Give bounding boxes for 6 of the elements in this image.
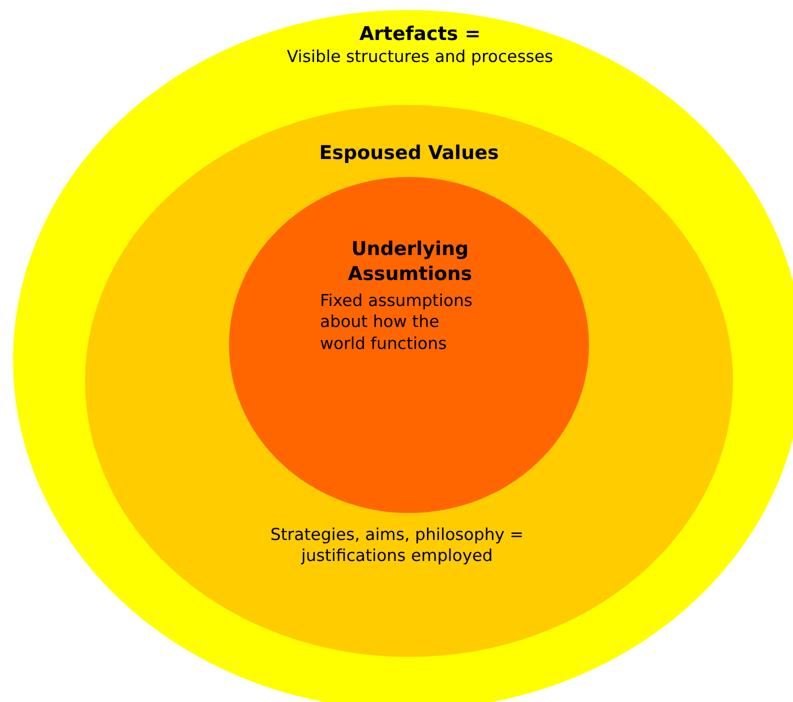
layer-description: Fixed assumptions about how the world functions [320,290,474,354]
layer-description: Visible structures and processes [286,46,554,68]
layer-title: Artefacts = [358,22,482,47]
layer-title: Underlying Assumtions [346,237,474,286]
layer-description: Strategies, aims, philosophy = justifications employed [269,524,525,567]
layer-title: Espoused Values [318,141,500,166]
